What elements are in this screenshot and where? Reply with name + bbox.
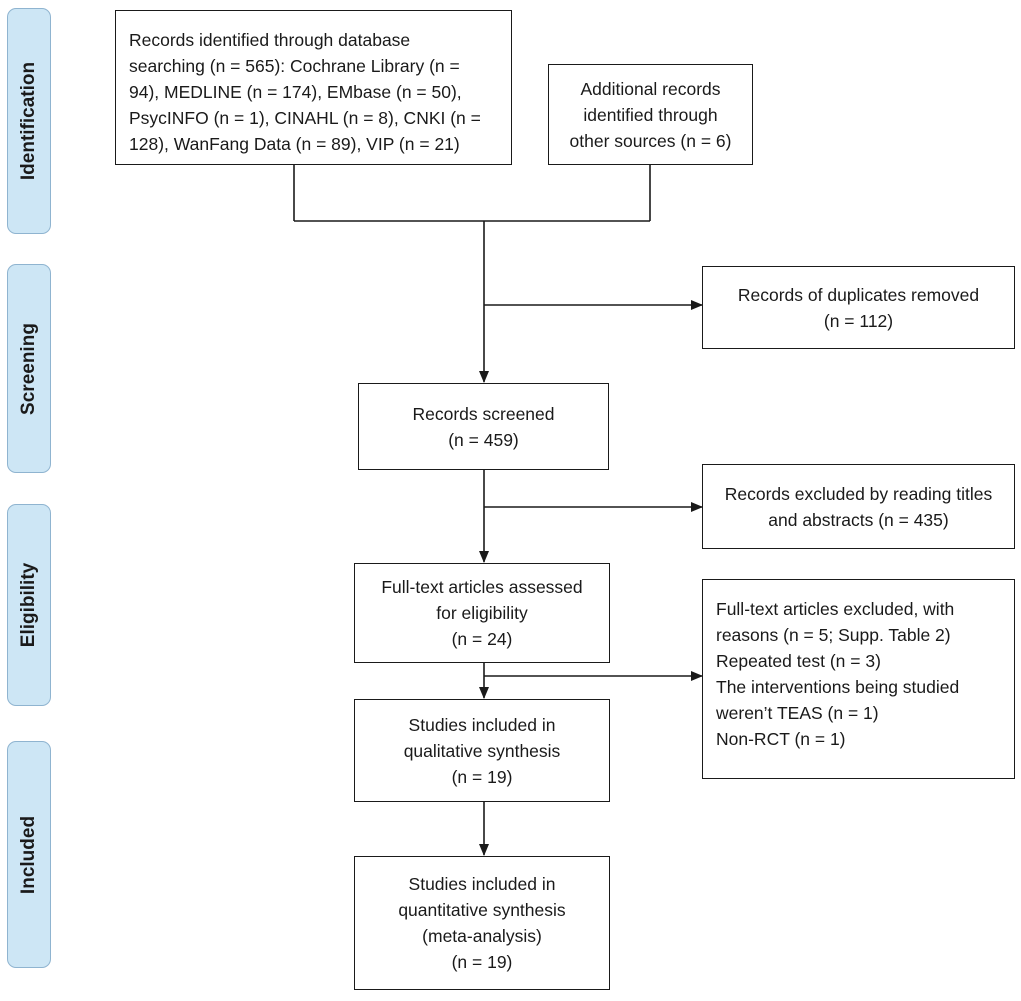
box-duplicates-removed: Records of duplicates removed (n = 112): [702, 266, 1015, 349]
box-excluded-titles: Records excluded by reading titles and a…: [702, 464, 1015, 549]
box-fulltext-excluded-text: Full-text articles excluded, with reason…: [716, 599, 960, 749]
box-database-search-text: Records identified through database sear…: [129, 30, 481, 154]
phase-eligibility: Eligibility: [7, 504, 51, 706]
box-database-search: Records identified through database sear…: [115, 10, 512, 165]
box-records-screened: Records screened (n = 459): [358, 383, 609, 470]
box-other-sources: Additional records identified through ot…: [548, 64, 753, 165]
box-quantitative-synthesis: Studies included in quantitative synthes…: [354, 856, 610, 990]
box-other-sources-text: Additional records identified through ot…: [569, 78, 732, 151]
box-duplicates-removed-text: Records of duplicates removed (n = 112): [737, 284, 980, 331]
box-fulltext-assessed-text: Full-text articles assessed for eligibil…: [381, 577, 583, 649]
box-qualitative-synthesis-text: Studies included in qualitative synthesi…: [403, 714, 561, 787]
box-qualitative-synthesis: Studies included in qualitative synthesi…: [354, 699, 610, 802]
phase-screening: Screening: [7, 264, 51, 473]
box-fulltext-assessed: Full-text articles assessed for eligibil…: [354, 563, 610, 663]
box-records-screened-text: Records screened (n = 459): [412, 403, 555, 450]
box-fulltext-excluded: Full-text articles excluded, with reason…: [702, 579, 1015, 779]
box-quantitative-synthesis-text: Studies included in quantitative synthes…: [398, 874, 566, 972]
box-excluded-titles-text: Records excluded by reading titles and a…: [724, 483, 993, 530]
phase-included: Included: [7, 741, 51, 968]
phase-identification: Identification: [7, 8, 51, 234]
